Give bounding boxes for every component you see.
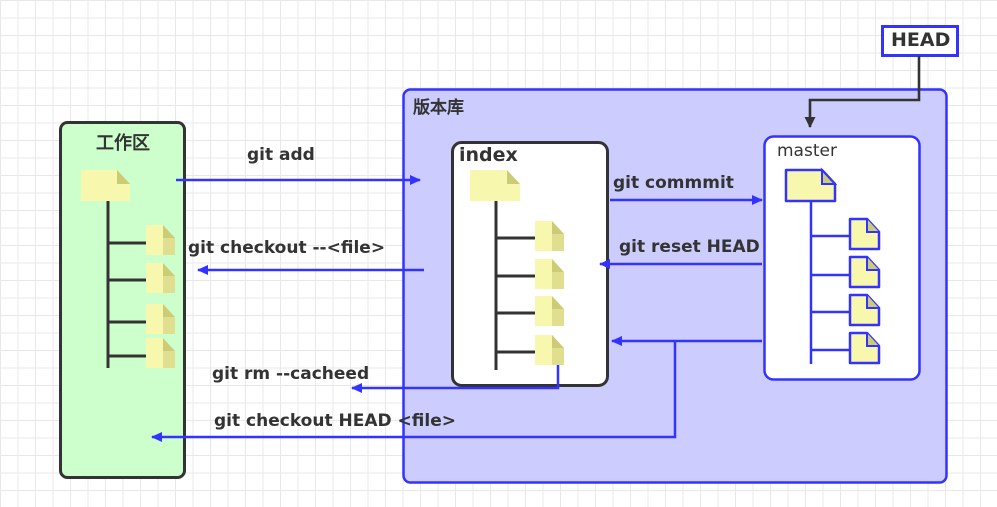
label-git-rm-cached: git rm --cacheed xyxy=(212,364,370,384)
workspace-container[interactable] xyxy=(59,121,186,479)
arrow-git-checkout-head-file xyxy=(151,341,677,442)
file-icon xyxy=(848,293,881,327)
arrow-git-rm-cached xyxy=(351,365,560,393)
file-icon xyxy=(535,296,564,326)
head-label: HEAD xyxy=(891,29,951,51)
file-icon xyxy=(81,170,130,201)
file-icon xyxy=(535,221,564,251)
repository-title: 版本库 xyxy=(413,98,464,118)
label-git-checkout-head-file: git checkout HEAD <file> xyxy=(214,411,456,431)
file-icon xyxy=(784,167,838,203)
head-box[interactable] xyxy=(881,25,959,57)
file-icon xyxy=(848,217,881,251)
label-git-add: git add xyxy=(247,145,315,165)
master-title: master xyxy=(777,141,837,161)
file-icon xyxy=(146,263,175,293)
workspace-title: 工作区 xyxy=(96,133,150,154)
file-icon xyxy=(470,170,520,201)
file-icon xyxy=(146,304,175,334)
head-pointer-arrow-icon xyxy=(804,56,921,128)
file-icon xyxy=(535,335,564,365)
label-git-commit: git commmit xyxy=(613,173,734,193)
file-icon xyxy=(146,225,175,255)
file-icon xyxy=(535,259,564,289)
label-git-checkout-file: git checkout --<file> xyxy=(188,238,386,258)
index-title: index xyxy=(459,144,518,166)
file-icon xyxy=(146,338,175,368)
file-icon xyxy=(848,331,881,365)
file-icon xyxy=(848,255,881,289)
label-git-reset-head: git reset HEAD xyxy=(619,237,760,257)
